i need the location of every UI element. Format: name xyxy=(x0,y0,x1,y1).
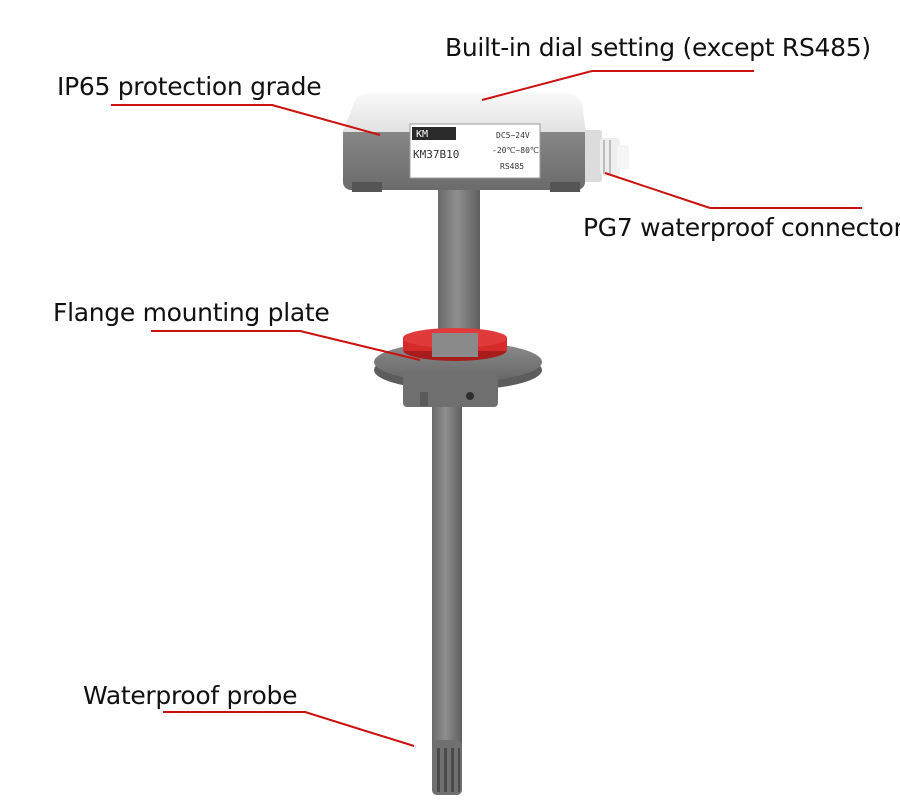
nameplate-line2: -20℃~80℃ xyxy=(492,146,539,155)
seal-ring xyxy=(403,328,507,361)
nameplate-line1: DC5~24V xyxy=(496,131,530,140)
leader-probe xyxy=(304,711,415,747)
callout-pg7-connector: PG7 waterproof connector xyxy=(583,213,900,242)
housing-lid xyxy=(343,92,586,132)
leader-lines xyxy=(271,70,711,747)
nameplate-model: KM37B10 xyxy=(413,148,459,161)
leader-dial xyxy=(481,70,593,101)
probe-tip xyxy=(432,740,462,795)
upper-shaft xyxy=(438,185,480,350)
rule-probe xyxy=(163,711,306,713)
callout-ip65: IP65 protection grade xyxy=(57,72,322,101)
callout-dial-setting: Built-in dial setting (except RS485) xyxy=(445,33,871,62)
rule-pg7 xyxy=(710,207,862,209)
probe-shaft xyxy=(432,400,462,795)
leader-ip65 xyxy=(271,104,381,136)
callout-flange-plate: Flange mounting plate xyxy=(53,298,330,327)
rule-flange xyxy=(151,330,301,332)
leader-flange xyxy=(299,330,421,361)
rule-ip65 xyxy=(111,104,273,106)
rule-dial xyxy=(592,70,754,72)
pg7-connector xyxy=(580,130,629,182)
nameplate-line3: RS485 xyxy=(500,162,524,171)
nameplate: KM KM37B10 DC5~24V -20℃~80℃ RS485 xyxy=(409,123,541,179)
callout-waterproof-probe: Waterproof probe xyxy=(83,681,298,710)
leader-pg7 xyxy=(604,172,711,209)
nameplate-brand: KM xyxy=(416,129,428,140)
